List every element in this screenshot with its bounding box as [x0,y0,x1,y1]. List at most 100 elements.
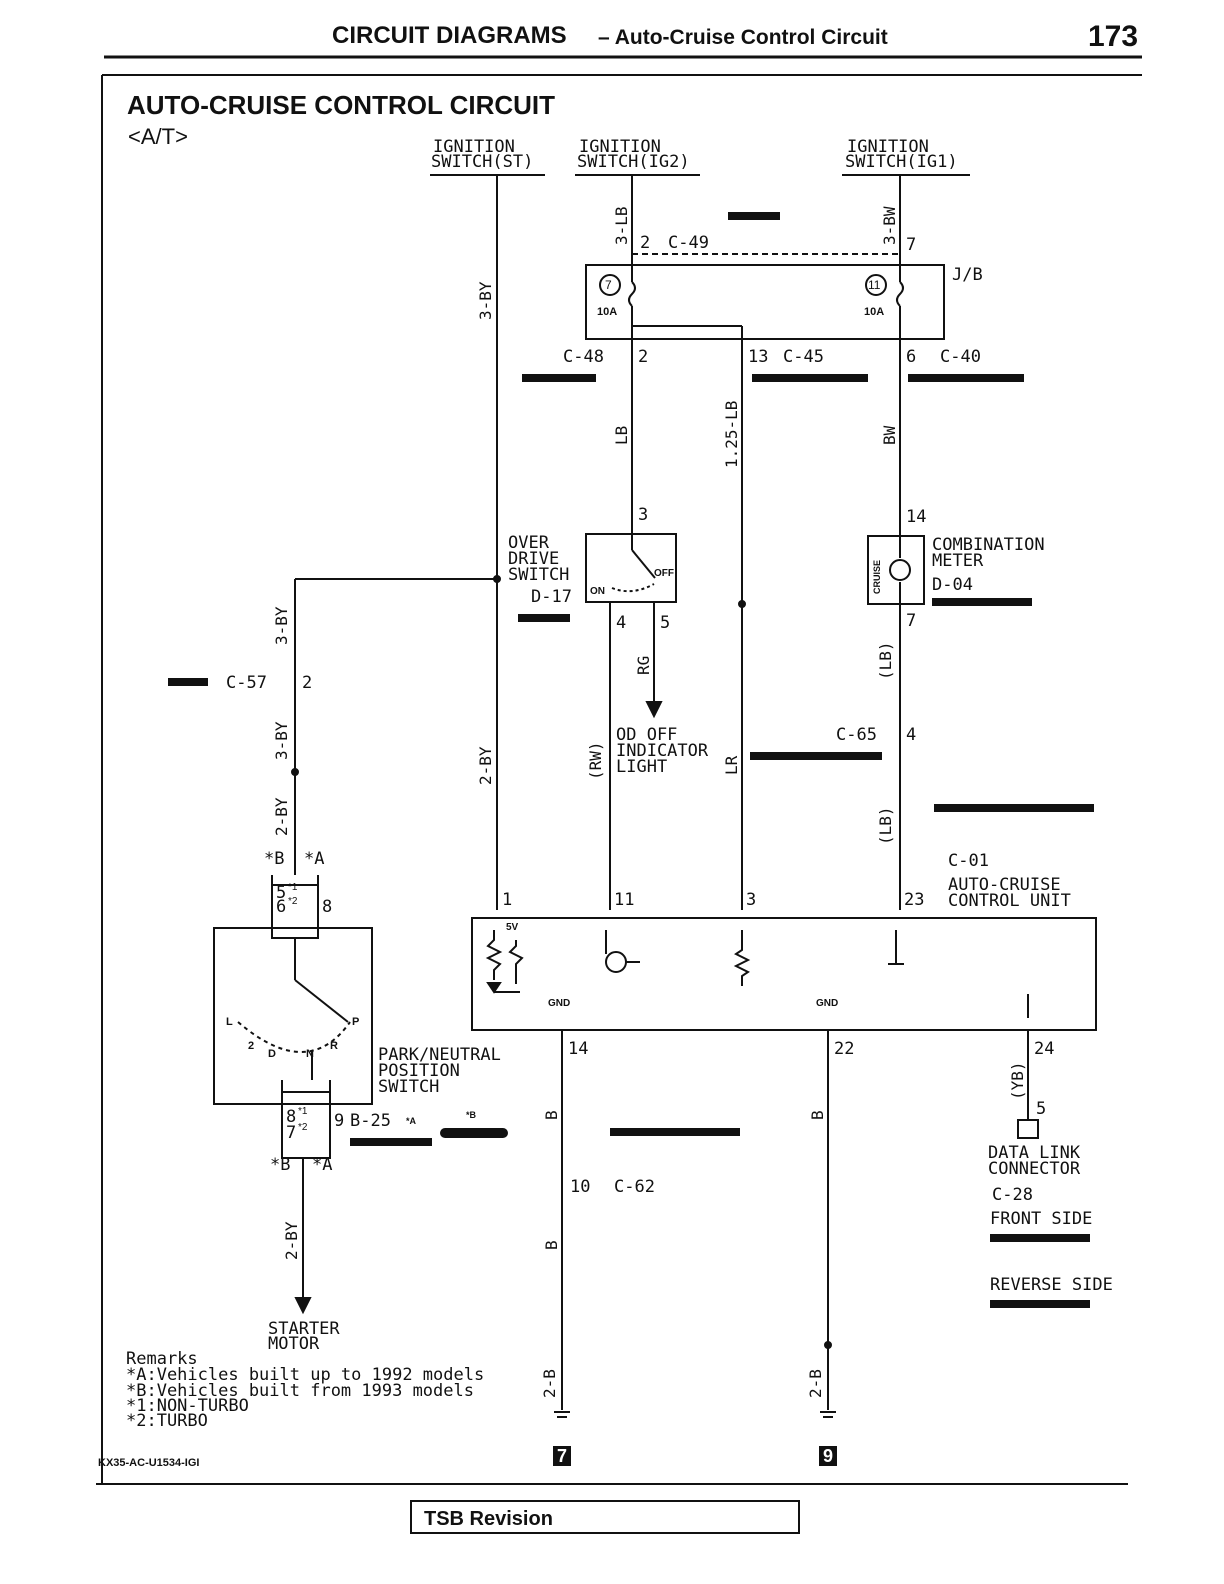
pin-label: 14 [906,507,927,527]
connector-c01: C-01 [948,851,989,871]
wire-3-lb: 3-LB [612,206,631,245]
connector-d17: D-17 [531,587,572,607]
overdrive-switch-label-3: SWITCH [508,565,570,585]
od-indicator-label-3: LIGHT [616,757,668,777]
wire-lb: LB [612,425,631,445]
wire-2-by-b: 2-BY [476,746,495,785]
pin-label: 9 [334,1111,345,1131]
od-indicator-label-2: INDICATOR [616,741,709,761]
pnp-note-2b: *2 [298,1122,308,1133]
pnp-variant-b-top: *B [264,849,285,869]
remark-a: *A:Vehicles built up to 1992 models [126,1365,485,1385]
pin-label: 2 [302,673,313,693]
pin-label: 3 [638,505,649,525]
pin-label: 3 [746,890,757,910]
pnp-variant-a-top: *A [304,849,325,869]
remark-2: *2:TURBO [126,1411,208,1431]
reverse-side-label: REVERSE SIDE [990,1275,1113,1295]
b25-variant-b: *B [466,1110,477,1120]
diagram-title: AUTO-CRUISE CONTROL CIRCUIT [127,90,556,120]
od-indicator-label-1: OD OFF [616,725,678,745]
connector-c28: C-28 [992,1185,1033,1205]
ignition-st-sub: SWITCH(ST) [431,152,534,172]
pnp-switch-label-1: PARK/NEUTRAL [378,1045,501,1065]
pnp-variant-a-bottom: *A [312,1155,333,1175]
pin-label: 13 [748,347,769,367]
pin-label: 4 [906,725,917,745]
ground-ref-7: 7 [553,1446,571,1466]
wire-yb: (YB) [1008,1061,1027,1100]
pin-label: 7 [906,235,917,255]
pin-label: 5 [660,613,671,633]
connector-face-b25-b [440,1128,508,1138]
combination-meter-label-1: COMBINATION [932,535,1045,555]
pin-label: 24 [1034,1039,1055,1059]
wire-bw: BW [880,425,899,445]
pin-label: 14 [568,1039,589,1059]
pnp-switch-label-3: SWITCH [378,1077,440,1097]
switch-off-label: OFF [654,568,674,579]
ignition-st-label: IGNITION [433,137,515,157]
wire-3-bw: 3-BW [880,206,899,245]
overdrive-switch-label-2: DRIVE [508,549,560,569]
connector-face-c49 [728,212,780,220]
pin-label: 4 [616,613,627,633]
fuse-7-number: 7 [605,278,612,292]
pin-label: 22 [834,1039,855,1059]
data-link-label-1: DATA LINK [988,1143,1081,1163]
pin-label: 8 [322,897,333,917]
pin-label: 23 [904,890,925,910]
wire-3-by-c: 3-BY [272,721,291,760]
junction-block-label: J/B [952,265,983,285]
shift-position-l: L [226,1016,233,1028]
wire-b-1: B [542,1110,561,1120]
ignition-ig2-label: IGNITION [579,137,661,157]
connector-face-c40 [908,374,1024,382]
header-section: CIRCUIT DIAGRAMS [332,22,567,49]
connector-c45: C-45 [783,347,824,367]
figure-code: KX35-AC-U1534-IGI [98,1457,200,1469]
pin-label: 6 [906,347,917,367]
connector-face-d04 [932,598,1032,606]
control-unit-label-1: AUTO-CRUISE [948,875,1061,895]
ground-ref-9: 9 [819,1446,837,1466]
switch-on-label: ON [590,586,605,597]
connector-b25: B-25 [350,1111,391,1131]
connector-c48: C-48 [563,347,604,367]
pnp-note-2: *2 [288,896,298,907]
wire-b-3: B [808,1110,827,1120]
combination-meter-label-2: METER [932,551,984,571]
pnp-note-1b: *1 [298,1106,308,1117]
control-unit-label-2: CONTROL UNIT [948,891,1071,911]
pin-label: 8 [286,1107,297,1127]
connector-c65: C-65 [836,725,877,745]
fuse-11-number: 11 [868,278,881,292]
pin-label: 2 [640,233,651,253]
wire-2-b-2: 2-B [806,1369,825,1398]
wire-lr: LR [722,755,741,775]
starter-motor-label-2: MOTOR [268,1334,320,1354]
wire-rw: (RW) [586,741,605,780]
connector-c40: C-40 [940,347,981,367]
wire-2-by-a: 2-BY [272,797,291,836]
connector-face-c45 [752,374,868,382]
connector-c57: C-57 [226,673,267,693]
connector-face-c48 [522,374,596,382]
shift-position-d: D [268,1048,276,1060]
shift-position-p: P [352,1016,360,1028]
connector-face-c28-reverse [990,1300,1090,1308]
pin-label: 5 [1036,1099,1047,1119]
remark-1: *1:NON-TURBO [126,1396,249,1416]
tsb-revision-box: TSB Revision [410,1500,800,1534]
ignition-ig1-label: IGNITION [847,137,929,157]
pin-label: 7 [286,1123,297,1143]
pin-label: 11 [614,890,635,910]
gnd-label-2: GND [816,998,839,1009]
wire-1-25-lb: 1.25-LB [722,400,741,468]
fuse-7-rating: 10A [597,306,618,318]
pnp-variant-b-bottom: *B [270,1155,291,1175]
starter-motor-label-1: STARTER [268,1319,340,1339]
gnd-label-1: GND [548,998,571,1009]
ignition-ig1-sub: SWITCH(IG1) [845,152,958,172]
